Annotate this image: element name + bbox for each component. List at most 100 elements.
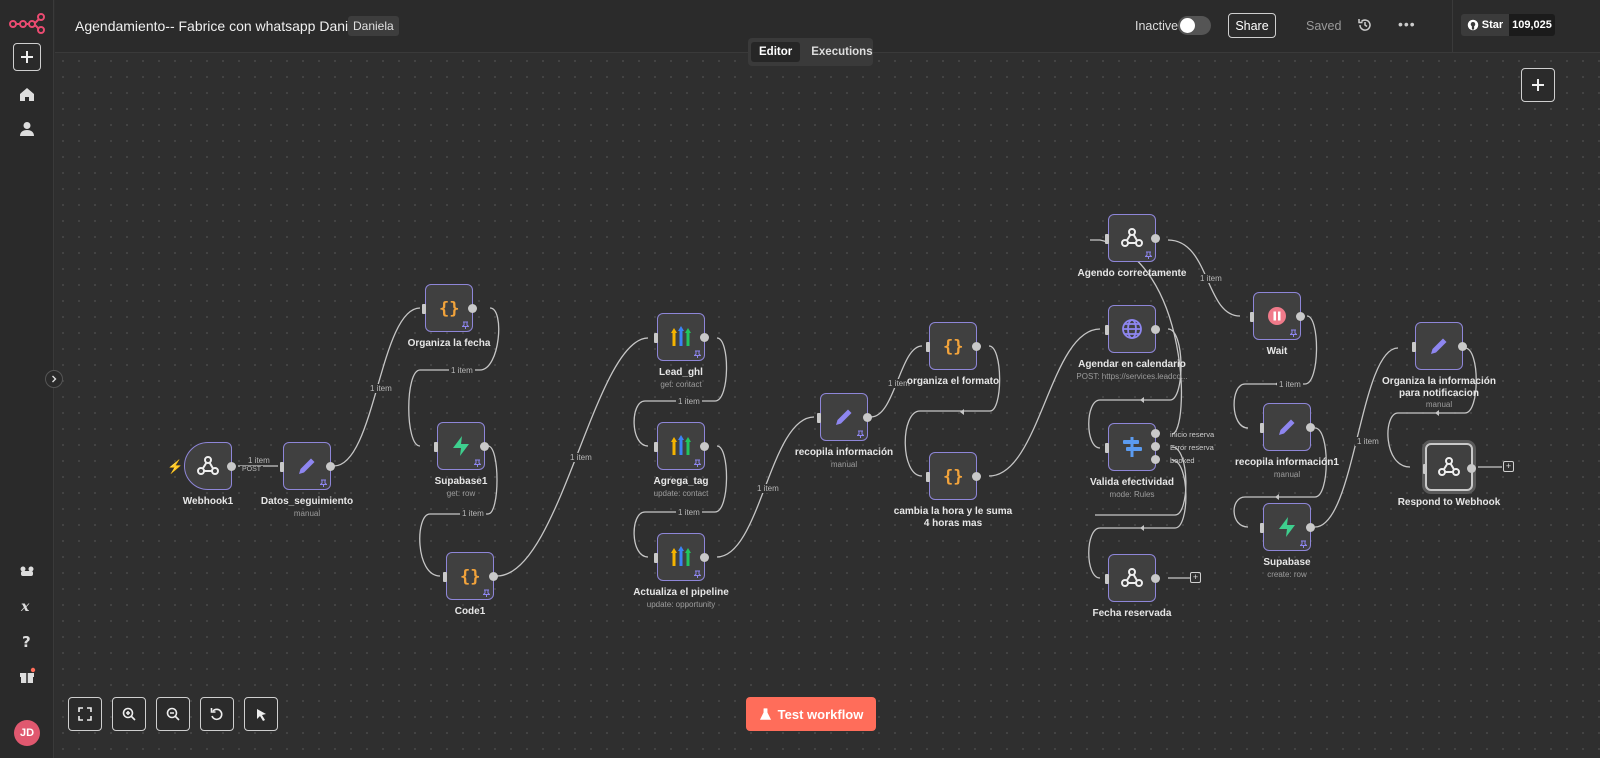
more-options-icon[interactable]: ••• [1398,16,1416,32]
input-port[interactable] [422,304,426,314]
input-port[interactable] [443,572,447,582]
node-valida-efectividad[interactable] [1105,423,1160,471]
sidebar-item-personal[interactable] [13,115,41,143]
n8n-logo[interactable] [8,10,46,34]
github-star-count[interactable]: 109,025 [1509,14,1555,36]
input-port[interactable] [1260,523,1264,533]
add-next-node-button[interactable]: + [1503,461,1514,472]
output-port[interactable] [1151,234,1160,243]
node-sub-recopila-informacion: manual [830,460,858,469]
pin-icon [1300,540,1307,548]
test-workflow-button[interactable]: Test workflow [746,697,876,731]
sidebar-item-whats-new[interactable] [13,662,41,690]
output-port[interactable] [326,462,335,471]
input-port[interactable] [654,333,658,343]
node-recopila-informacion1[interactable] [1260,403,1315,451]
node-label-datos-seguimiento: Datos_seguimiento [260,496,354,507]
input-port[interactable] [926,342,930,352]
reset-zoom-button[interactable] [200,697,234,731]
node-recopila-informacion[interactable] [817,393,872,441]
zoom-to-fit-button[interactable] [68,697,102,731]
node-organiza-informacion[interactable] [1412,322,1467,370]
output-port[interactable] [1151,325,1160,334]
input-port[interactable] [1260,423,1264,433]
zoom-in-button[interactable] [112,697,146,731]
output-port[interactable] [1458,342,1467,351]
output-port[interactable] [700,333,709,342]
node-agendar-calendario[interactable] [1105,305,1160,353]
pencil-icon [1279,419,1295,435]
node-organiza-formato[interactable]: {} [926,322,981,370]
output-port[interactable] [700,442,709,451]
input-port[interactable] [817,413,821,423]
tab-editor[interactable]: Editor [751,42,801,62]
sidebar-item-help[interactable]: ? [13,627,41,655]
node-agendo-correctamente[interactable] [1105,214,1160,262]
node-fecha-reservada[interactable] [1105,554,1160,602]
add-workflow-button[interactable] [13,43,41,71]
history-icon[interactable] [1357,17,1373,33]
node-sub-agrega-tag: update: contact [653,489,709,498]
edge-label: 1 item [449,366,475,375]
sidebar-item-variables[interactable]: x [13,592,41,620]
input-port[interactable] [1423,464,1427,474]
output-port[interactable] [468,304,477,313]
output-port[interactable] [227,462,236,471]
node-datos-seguimiento[interactable] [280,442,335,490]
output-port[interactable] [1306,523,1315,532]
share-button[interactable]: Share [1228,13,1276,38]
sidebar-item-home[interactable] [13,80,41,108]
input-port[interactable] [1105,574,1109,584]
avatar[interactable]: JD [14,720,40,746]
node-sub-organiza-informacion: manual [1425,400,1453,409]
workflow-title[interactable]: Agendamiento-- Fabrice con whatsapp Dani… [75,18,367,34]
edge-label: 1 item [460,509,486,518]
input-port[interactable] [926,472,930,482]
node-agrega-tag[interactable] [654,422,709,470]
add-next-node-button[interactable]: + [1190,572,1201,583]
output-port[interactable] [1296,312,1305,321]
sidebar-item-templates[interactable] [13,557,41,585]
output-port[interactable] [863,413,872,422]
input-port[interactable] [280,462,284,472]
output-port[interactable] [972,472,981,481]
node-organiza-fecha[interactable]: {} [422,284,477,332]
node-lead-ghl[interactable] [654,313,709,361]
output-port-inicio-reserva[interactable] [1151,429,1160,438]
node-supabase[interactable] [1260,503,1315,551]
pin-icon [694,459,701,467]
output-port[interactable] [1306,423,1315,432]
input-port[interactable] [434,442,438,452]
output-port[interactable] [700,553,709,562]
node-respond-webhook[interactable] [1423,443,1476,491]
input-port[interactable] [654,442,658,452]
input-port[interactable] [1105,325,1109,335]
output-port[interactable] [489,572,498,581]
input-port[interactable] [654,553,658,563]
input-port[interactable] [1105,234,1109,244]
workflow-tag[interactable]: Daniela [348,16,399,36]
node-webhook1[interactable] [184,442,236,490]
output-port[interactable] [1151,574,1160,583]
active-toggle[interactable] [1178,16,1211,35]
output-port-error-reserva[interactable] [1151,442,1160,451]
input-port[interactable] [1250,312,1254,322]
github-star-button[interactable]: Star [1461,14,1509,36]
zoom-out-button[interactable] [156,697,190,731]
node-actualiza-pipeline[interactable] [654,533,709,581]
output-port[interactable] [1467,464,1476,473]
input-port[interactable] [1105,443,1109,453]
node-wait[interactable] [1250,292,1305,340]
node-code1[interactable]: {} [443,552,498,600]
node-supabase1[interactable] [434,422,489,470]
input-port[interactable] [1412,342,1416,352]
svg-text:{}: {} [460,567,480,587]
tab-executions[interactable]: Executions [811,46,873,58]
output-port[interactable] [972,342,981,351]
output-port-booked[interactable] [1151,455,1160,464]
tidy-up-button[interactable] [244,697,278,731]
collapse-sidebar-button[interactable] [45,370,63,388]
output-port[interactable] [480,442,489,451]
node-cambia-hora[interactable]: {} [926,452,981,500]
add-node-button[interactable] [1521,68,1555,102]
